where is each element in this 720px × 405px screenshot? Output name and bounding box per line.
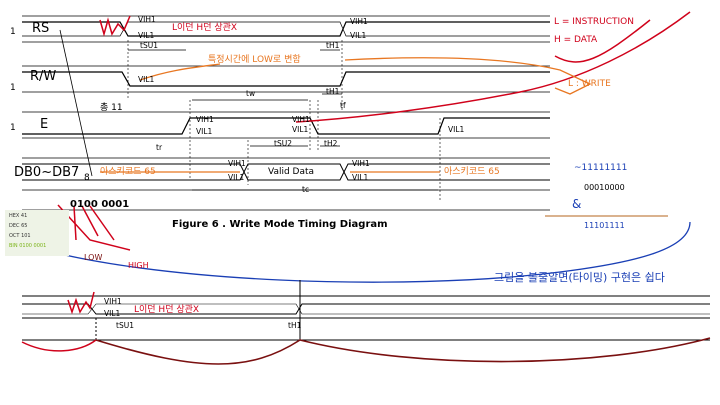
rw-vil1-label: VIL1 <box>138 75 155 84</box>
rs-logic-mark: 1 <box>10 27 16 37</box>
annotation-easy-note: 그림을 볼줄알면(타이밍) 구현은 쉽다 <box>494 271 665 284</box>
vil1-label: VIL1 <box>138 31 155 40</box>
tr-label: tr <box>156 143 163 152</box>
figure-caption: Figure 6 . Write Mode Timing Diagram <box>172 219 388 230</box>
bottom-tsu1-label: tSU1 <box>116 321 134 330</box>
timing-arrows <box>128 49 438 191</box>
gridlines <box>22 15 550 211</box>
annotation-bin-11101111: 11101111 <box>584 221 625 230</box>
annotation-high: HIGH <box>128 261 149 270</box>
th2-label: tH2 <box>324 139 338 148</box>
tw-label: tw <box>246 89 256 98</box>
db-bit-count: 8 <box>84 173 90 183</box>
rs-waveform <box>22 21 550 37</box>
bottom-th1-label: tH1 <box>288 321 302 330</box>
valid-data-label: Valid Data <box>268 167 315 177</box>
db-vih1-2-label: VIH1 <box>352 159 370 168</box>
e-vih1-2-label: VIH1 <box>292 115 310 124</box>
tsu2-label: tSU2 <box>274 139 292 148</box>
e-waveform <box>22 117 550 135</box>
vil1-b-label: VIL1 <box>350 31 367 40</box>
bottom-dark-red-curve <box>95 337 711 365</box>
bin-row: BIN 0100 0001 <box>9 243 47 249</box>
bottom-red-scribbles <box>21 291 97 352</box>
e-logic-mark: 1 <box>10 123 16 133</box>
orange-scribbles <box>100 57 592 173</box>
db-waveform <box>22 163 550 181</box>
annotation-ascii-left: 아스키코드 65 <box>100 167 156 177</box>
rw-waveform <box>22 71 550 87</box>
e-vil1-3-label: VIL1 <box>448 125 465 134</box>
th1-label: tH1 <box>326 41 340 50</box>
hex-row: HEX 41 <box>9 213 28 219</box>
signal-rw-label: R/W <box>30 69 57 84</box>
annotation-bin-00010000: 00010000 <box>584 183 625 192</box>
db-vih1-label: VIH1 <box>228 159 246 168</box>
bottom-vil1-label: VIL1 <box>104 309 121 318</box>
annotation-l-instruction: L = INSTRUCTION <box>554 17 634 27</box>
annotation-amp: & <box>572 197 582 211</box>
annotation-low: LOW <box>84 253 103 262</box>
oct-row: OCT 101 <box>9 233 31 239</box>
annotation-l-h-no-matter: L이던 H던 상관X <box>172 23 238 33</box>
db-vil1-label: VIL1 <box>228 173 245 182</box>
e-vih1-label: VIH1 <box>196 115 214 124</box>
vih1-b-label: VIH1 <box>350 17 368 26</box>
vih1-label: VIH1 <box>138 15 156 24</box>
dec-row: DEC 65 <box>9 223 28 229</box>
signal-rs-label: RS <box>32 21 50 36</box>
rw-logic-mark: 1 <box>10 83 16 93</box>
annotation-low-specific-time: 특정시간에 LOW로 변함 <box>208 55 301 65</box>
blue-curve <box>29 221 691 283</box>
annotation-h-data: H = DATA <box>554 35 598 45</box>
bottom-vih1-label: VIH1 <box>104 297 122 306</box>
annotation-binary: 0100 0001 <box>70 199 130 210</box>
tc-label: tc <box>302 185 310 194</box>
e-vil1-label: VIL1 <box>196 127 213 136</box>
annotation-total-11: 총 11 <box>100 103 123 113</box>
signal-db-label: DB0~DB7 <box>14 165 80 180</box>
tsu1-label: tSU1 <box>140 41 158 50</box>
calculator-panel: HEX 41 DEC 65 OCT 101 BIN 0100 0001 <box>5 210 69 256</box>
signal-e-label: E <box>40 117 49 132</box>
annotation-ascii-right: 아스키코드 65 <box>444 167 500 177</box>
annotation-l-h-no-matter-bottom: L이던 H던 상관X <box>134 305 200 315</box>
annotation-l-write: L : WRITE <box>568 79 611 89</box>
red-scribbles <box>57 11 691 251</box>
th1-b-label: tH1 <box>326 87 340 96</box>
annotation-not-ones: ~11111111 <box>574 163 628 173</box>
e-vil1-2-label: VIL1 <box>292 125 309 134</box>
db-vil1-2-label: VIL1 <box>352 173 369 182</box>
bottom-waveform <box>22 280 710 341</box>
tf-label: tf <box>340 101 346 110</box>
